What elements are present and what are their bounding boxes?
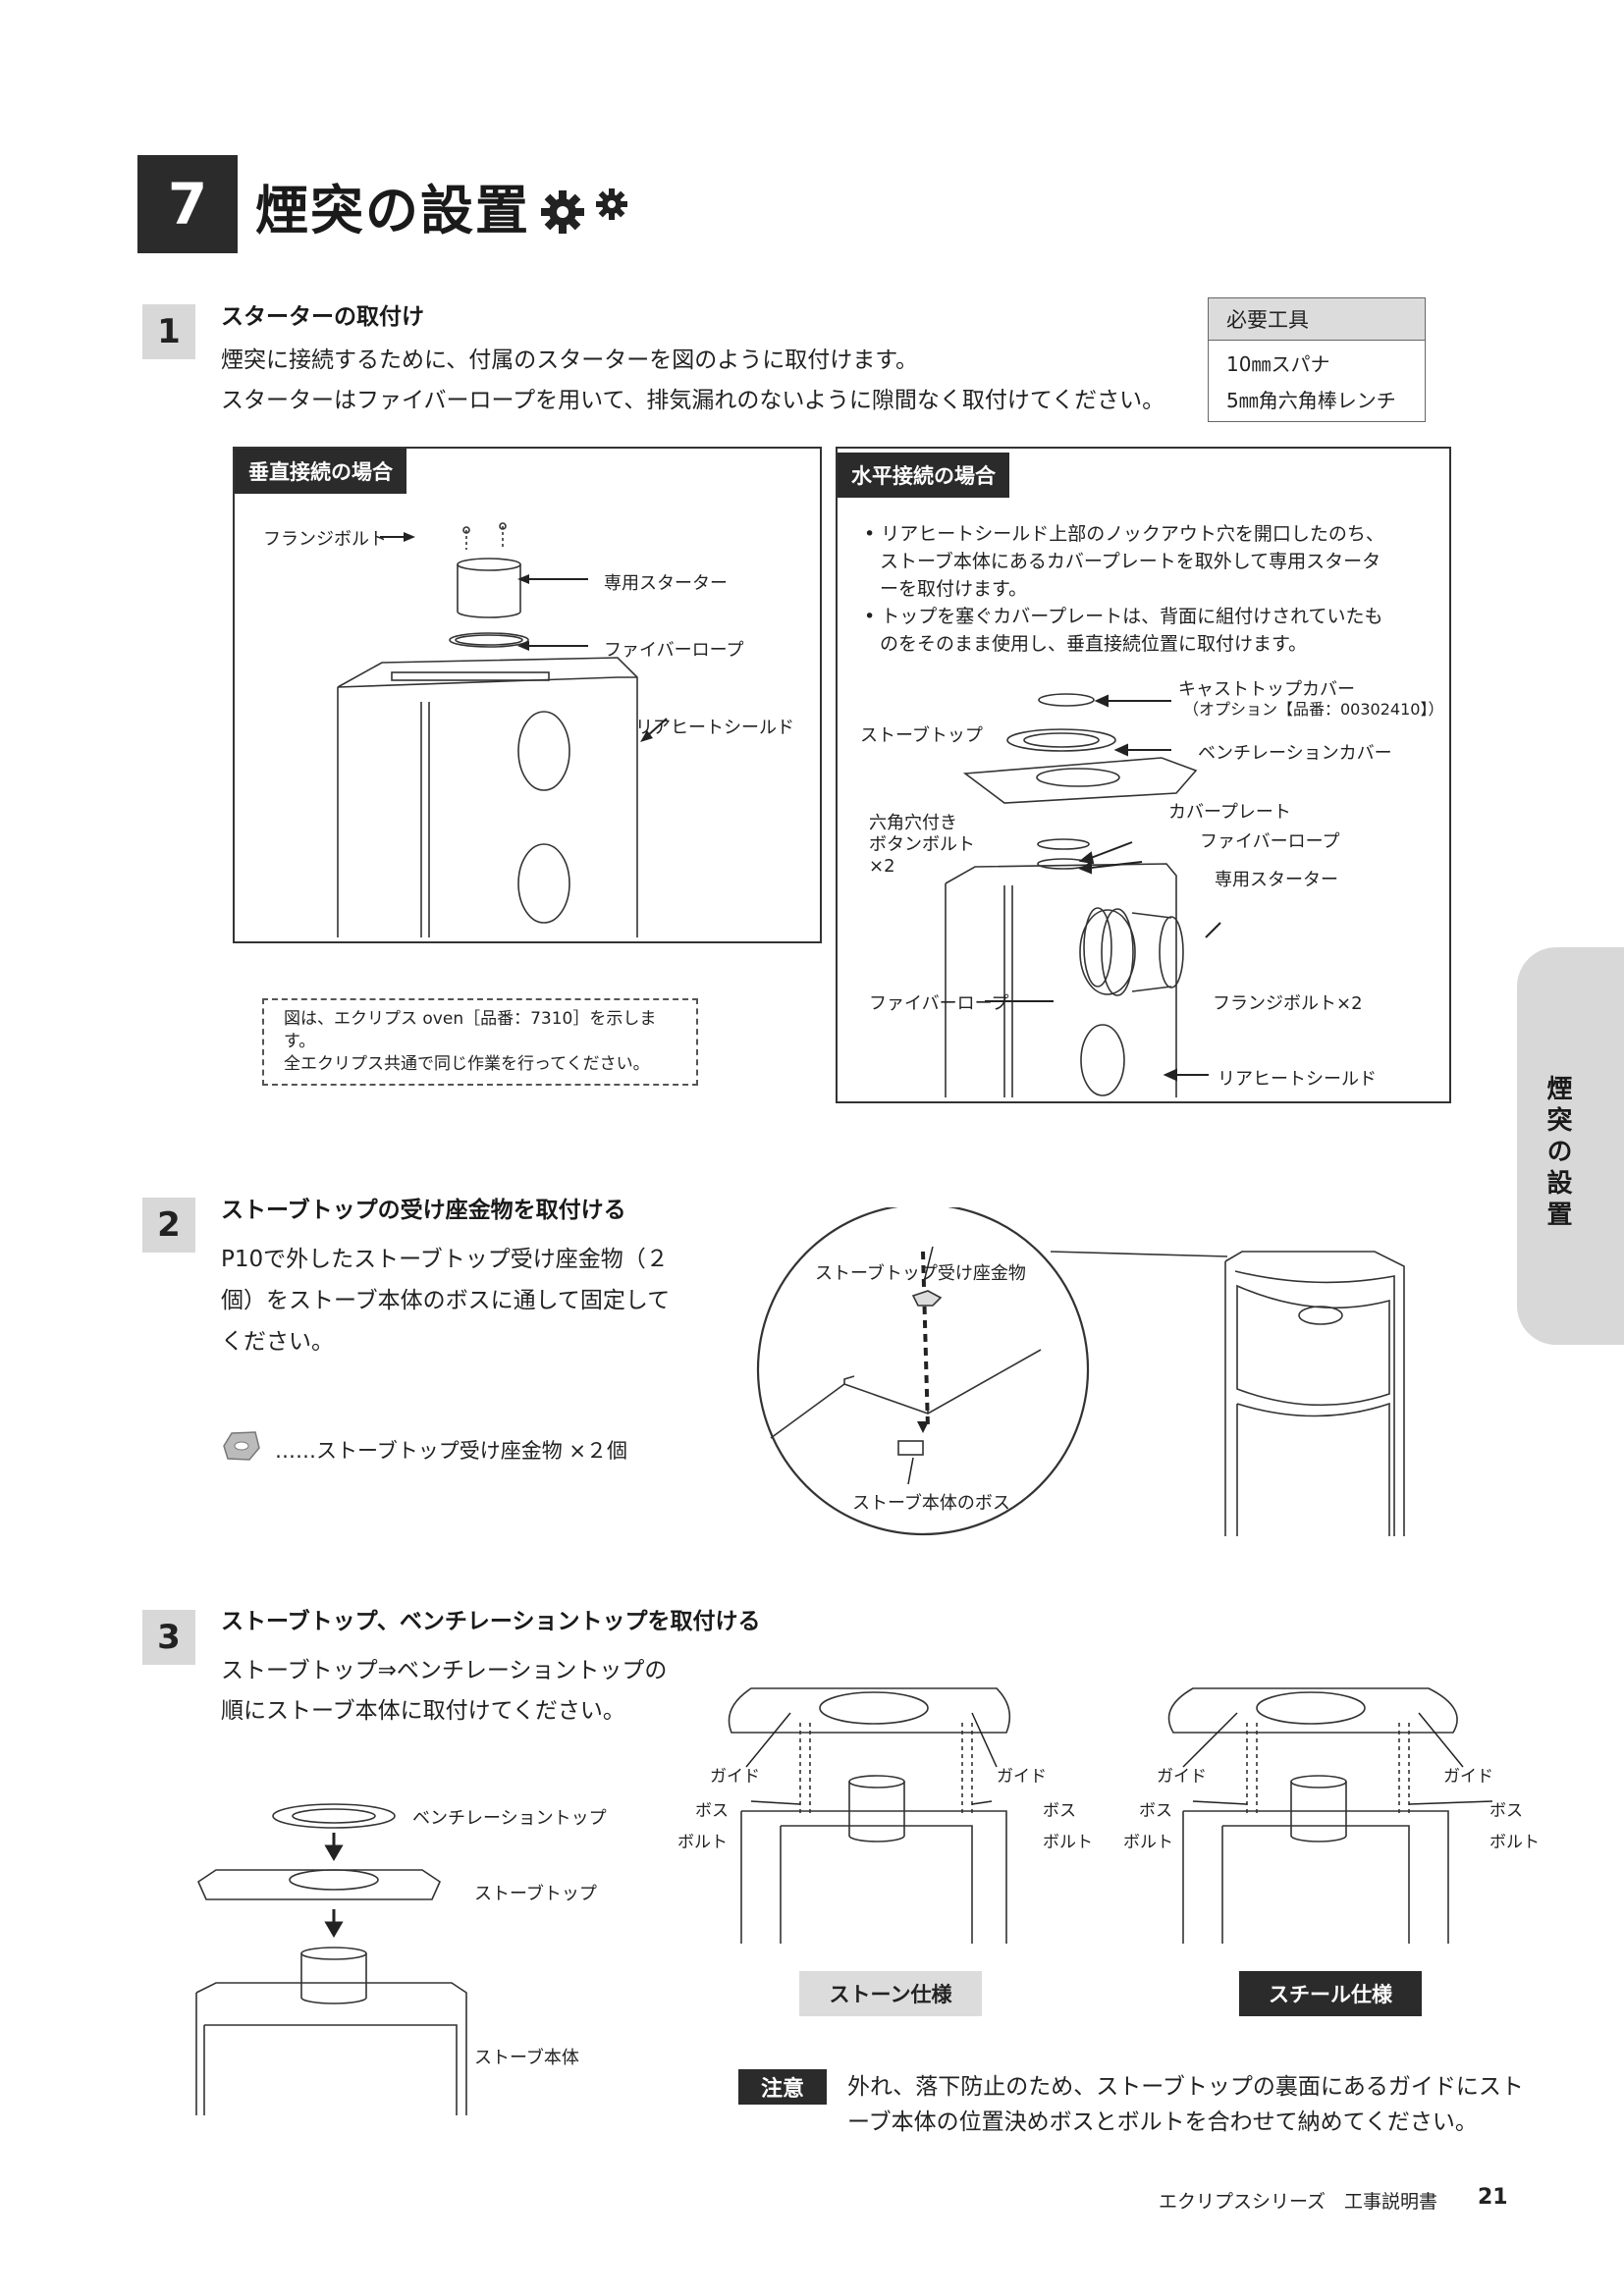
label-bolt: ボルト bbox=[1123, 1833, 1173, 1852]
label-line: 六角穴付き bbox=[869, 813, 957, 833]
label-flange-bolt: フランジボルト×2 bbox=[1213, 993, 1363, 1014]
label-fiber-rope: ファイバーロープ bbox=[869, 993, 1009, 1014]
tool-item: 10㎜スパナ bbox=[1226, 352, 1330, 376]
label-rear-shield: リアヒートシールド bbox=[635, 718, 794, 738]
label-rear-shield: リアヒートシールド bbox=[1218, 1069, 1377, 1090]
label-cast-top: キャストトップカバー bbox=[1178, 679, 1355, 700]
label-boss: ボス bbox=[1043, 1801, 1076, 1821]
label-starter: 専用スターター bbox=[1215, 870, 1338, 890]
label-stove-top: ストーブトップ bbox=[860, 725, 983, 746]
step-number: 1 bbox=[142, 304, 195, 359]
caution-text: ーブ本体の位置決めボスとボルトを合わせて納めてください。 bbox=[847, 2109, 1478, 2135]
label-vent-cover: ベンチレーションカバー bbox=[1198, 743, 1392, 764]
figure-tag: 垂直接続の場合 bbox=[235, 449, 406, 494]
horizontal-bullets: • リアヒートシールド上部のノックアウト穴を開口したのち、 ストーブ本体にあるカ… bbox=[864, 520, 1384, 658]
stove-vertical-illustration bbox=[337, 522, 668, 937]
label-bolt: ボルト bbox=[1489, 1833, 1540, 1852]
step-text: 順にストーブ本体に取付けてください。 bbox=[221, 1698, 625, 1724]
label-bolt: ボルト bbox=[677, 1833, 728, 1852]
section-number: 7 bbox=[137, 155, 238, 253]
label-starter: 専用スターター bbox=[604, 573, 728, 594]
figure-note: 図は、エクリプス oven［品番：7310］を示します。 全エクリプス共通で同じ… bbox=[262, 998, 698, 1086]
caution-label: 注意 bbox=[738, 2069, 827, 2105]
label-cast-top-option: （オプション【品番：00302410】） bbox=[1183, 700, 1444, 719]
tool-item: 5㎜角六角棒レンチ bbox=[1226, 389, 1396, 412]
step-text: ストーブトップ⇒ベンチレーショントップの bbox=[221, 1658, 668, 1683]
label-boss: ボス bbox=[1489, 1801, 1523, 1821]
step-text: 個）をストーブ本体のボスに通して固定して bbox=[221, 1288, 671, 1313]
bullet-line: • リアヒートシールド上部のノックアウト穴を開口したのち、 bbox=[864, 523, 1384, 545]
step3-exploded-illustration bbox=[195, 1803, 467, 2115]
label-line: ×2 bbox=[869, 856, 895, 877]
side-tab-label: 煙突の設置 bbox=[1543, 1075, 1572, 1232]
stove-horizontal-illustration bbox=[945, 693, 1221, 1097]
figure-note-line: 全エクリプス共通で同じ作業を行ってください。 bbox=[284, 1053, 650, 1074]
bullet-line: ストーブ本体にあるカバープレートを取外して専用スタータ bbox=[880, 551, 1381, 572]
label-boss: ストーブ本体のボス bbox=[852, 1493, 1010, 1514]
figure-vertical bbox=[233, 447, 822, 943]
step-text: スターターはファイバーロープを用いて、排気漏れのないように隙間なく取付けてくださ… bbox=[221, 388, 1165, 413]
step-number: 3 bbox=[142, 1610, 195, 1665]
bullet-line: ーを取付けます。 bbox=[880, 578, 1028, 600]
step-title: スターターの取付け bbox=[221, 304, 424, 330]
part-note: ……ストーブトップ受け座金物 ×２個 bbox=[275, 1439, 628, 1463]
label-guide: ガイド bbox=[997, 1767, 1047, 1787]
step2-illustration bbox=[756, 1207, 1405, 1536]
step-text: ください。 bbox=[221, 1329, 334, 1355]
label-boss: ボス bbox=[1139, 1801, 1172, 1821]
step3-detail-illustration bbox=[728, 1687, 1493, 1944]
figure-horizontal bbox=[836, 447, 1451, 1103]
label-hex-bolt: 六角穴付き ボタンボルト ×2 bbox=[869, 813, 975, 878]
section-title: 煙突の設置 bbox=[255, 180, 530, 241]
steel-spec-label: スチール仕様 bbox=[1239, 1971, 1422, 2016]
label-flange-bolt: フランジボルト bbox=[263, 529, 387, 550]
bullet-line: のをそのまま使用し、垂直接続位置に取付けます。 bbox=[880, 633, 1308, 655]
step-text: 煙突に接続するために、付属のスターターを図のように取付けます。 bbox=[221, 347, 919, 373]
tools-header: 必要工具 bbox=[1209, 298, 1425, 341]
figure-tag: 水平接続の場合 bbox=[838, 453, 1009, 498]
step-text: P10で外したストーブトップ受け座金物（２ bbox=[221, 1247, 669, 1272]
label-guide: ガイド bbox=[710, 1767, 760, 1787]
label-bracket: ストーブトップ受け座金物 bbox=[815, 1263, 1026, 1284]
label-boss: ボス bbox=[695, 1801, 729, 1821]
label-guide: ガイド bbox=[1157, 1767, 1207, 1787]
bracket-part-icon bbox=[223, 1431, 260, 1461]
side-tab[interactable] bbox=[1517, 947, 1624, 1345]
label-stove-body: ストーブ本体 bbox=[474, 2048, 579, 2068]
stone-spec-label: ストーン仕様 bbox=[799, 1971, 982, 2016]
label-bolt: ボルト bbox=[1043, 1833, 1093, 1852]
gear-icon bbox=[541, 188, 627, 234]
label-vent-top: ベンチレーショントップ bbox=[412, 1808, 607, 1829]
footer-title: エクリプスシリーズ 工事説明書 bbox=[1159, 2191, 1438, 2213]
label-line: ボタンボルト bbox=[869, 834, 975, 855]
bullet-line: • トップを塞ぐカバープレートは、背面に組付けされていたも bbox=[864, 606, 1383, 627]
label-cover-plate: カバープレート bbox=[1168, 802, 1291, 823]
step-number: 2 bbox=[142, 1198, 195, 1253]
caution-text: 外れ、落下防止のため、ストーブトップの裏面にあるガイドにスト bbox=[847, 2074, 1524, 2100]
figure-note-line: 図は、エクリプス oven［品番：7310］を示します。 bbox=[284, 1009, 657, 1051]
label-fiber-rope: ファイバーロープ bbox=[1200, 831, 1340, 852]
label-guide: ガイド bbox=[1443, 1767, 1493, 1787]
step-title: ストーブトップの受け座金物を取付ける bbox=[221, 1198, 626, 1223]
label-stove-top: ストーブトップ bbox=[474, 1884, 597, 1904]
label-fiber-rope: ファイバーロープ bbox=[604, 640, 744, 661]
page-number: 21 bbox=[1478, 2185, 1508, 2210]
step-title: ストーブトップ、ベンチレーショントップを取付ける bbox=[221, 1609, 761, 1634]
tools-box: 必要工具 10㎜スパナ 5㎜角六角棒レンチ bbox=[1208, 297, 1426, 422]
